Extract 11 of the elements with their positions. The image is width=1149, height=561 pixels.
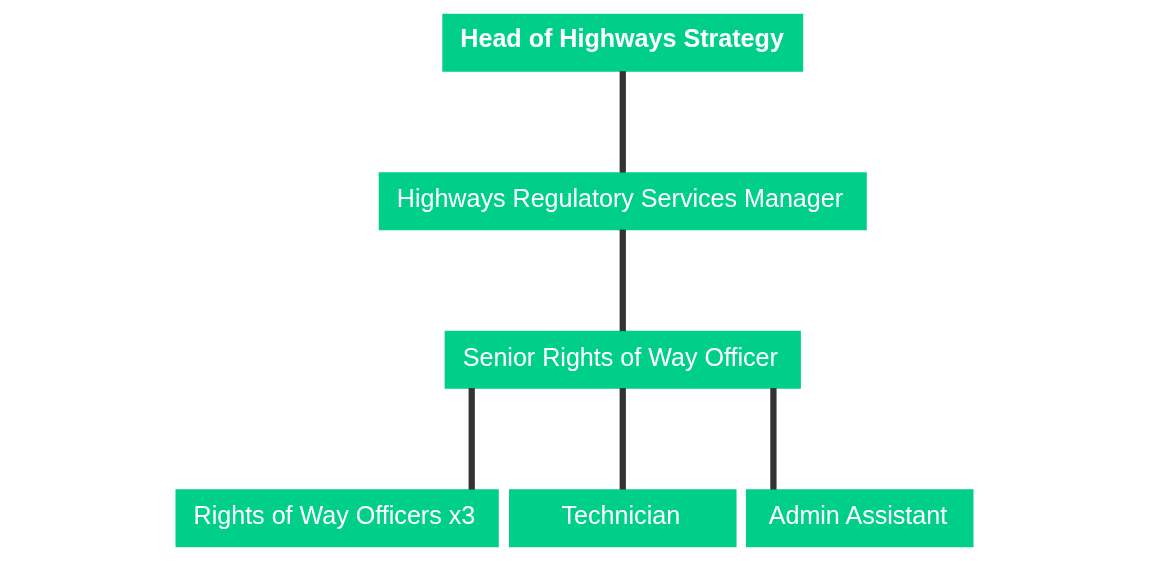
node-box: Head of Highways Strategy [442, 13, 804, 72]
connector [468, 388, 475, 490]
node-box: Highways Regulatory Services Manager [378, 172, 867, 231]
connector [770, 388, 777, 490]
connector [619, 388, 626, 490]
node-box: Admin Assistant [745, 489, 974, 548]
node-box: Senior Rights of Way Officer [444, 330, 801, 389]
connector [619, 229, 626, 332]
node-box: Technician [508, 489, 737, 548]
connector [619, 71, 626, 173]
node-box: Rights of Way Officers x3 [175, 489, 499, 548]
